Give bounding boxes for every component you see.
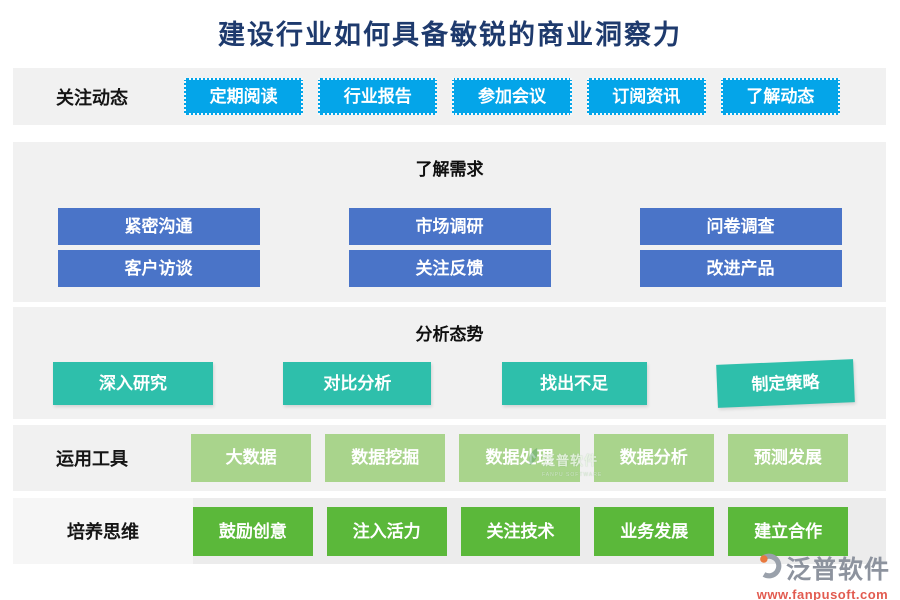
analyze-button-4[interactable]: 制定策略 <box>716 359 855 408</box>
section-use-tools: 运用工具 大数据 数据挖掘 数据处理 数据分析 预测发展 <box>13 425 886 491</box>
needs-button-6[interactable]: 改进产品 <box>639 250 842 287</box>
follow-button-1[interactable]: 定期阅读 <box>184 78 304 115</box>
analyze-button-2[interactable]: 对比分析 <box>283 362 432 405</box>
analyze-button-1[interactable]: 深入研究 <box>53 362 213 405</box>
mindset-button-3[interactable]: 关注技术 <box>460 506 581 556</box>
follow-button-4[interactable]: 订阅资讯 <box>586 78 706 115</box>
tools-button-3[interactable]: 数据处理 <box>459 434 580 482</box>
tools-button-4[interactable]: 数据分析 <box>593 434 714 482</box>
tools-button-2[interactable]: 数据挖掘 <box>325 434 446 482</box>
tools-button-5[interactable]: 预测发展 <box>727 434 849 482</box>
analyze-button-3[interactable]: 找出不足 <box>501 362 647 405</box>
needs-buttons: 紧密沟通 市场调研 问卷调查 客户访谈 关注反馈 改进产品 <box>13 208 886 287</box>
mindset-buttons: 鼓励创意 注入活力 关注技术 业务发展 建立合作 <box>193 506 886 556</box>
follow-button-5[interactable]: 了解动态 <box>720 78 841 115</box>
mindset-button-4[interactable]: 业务发展 <box>594 506 715 556</box>
needs-button-2[interactable]: 市场调研 <box>348 208 551 245</box>
brand-footer: 泛普软件 www.fanpusoft.com <box>755 550 890 600</box>
page-title: 建设行业如何具备敏锐的商业洞察力 <box>218 20 682 50</box>
needs-button-5[interactable]: 关注反馈 <box>348 250 551 287</box>
mindset-button-2[interactable]: 注入活力 <box>326 506 447 556</box>
mindset-button-5[interactable]: 建立合作 <box>728 506 848 556</box>
section-understand-needs: 了解需求 紧密沟通 市场调研 问卷调查 客户访谈 关注反馈 改进产品 <box>13 142 886 302</box>
section-tools-label: 运用工具 <box>56 449 128 469</box>
section-follow-label: 关注动态 <box>56 87 128 108</box>
analyze-buttons: 深入研究 对比分析 找出不足 制定策略 <box>13 359 886 408</box>
follow-button-2[interactable]: 行业报告 <box>318 78 438 115</box>
brand-logo-text: 泛普软件 <box>785 556 890 584</box>
follow-buttons: 定期阅读 行业报告 参加会议 订阅资讯 了解动态 <box>171 78 886 115</box>
brand-website: www.fanpusoft.com <box>756 587 889 600</box>
needs-button-3[interactable]: 问卷调查 <box>639 208 842 245</box>
tools-buttons: 大数据 数据挖掘 数据处理 数据分析 预测发展 <box>171 434 886 482</box>
section-cultivate-mindset: 培养思维 鼓励创意 注入活力 关注技术 业务发展 建立合作 <box>13 498 886 564</box>
mindset-button-1[interactable]: 鼓励创意 <box>193 506 313 556</box>
section-analyze-situation: 分析态势 深入研究 对比分析 找出不足 制定策略 <box>13 307 886 419</box>
follow-button-3[interactable]: 参加会议 <box>452 78 572 115</box>
section-analyze-header: 分析态势 <box>415 325 484 344</box>
section-mindset-label: 培养思维 <box>13 498 193 564</box>
brand-logo-icon <box>755 552 783 585</box>
needs-button-1[interactable]: 紧密沟通 <box>57 208 260 245</box>
section-needs-header: 了解需求 <box>415 160 484 179</box>
tools-button-1[interactable]: 大数据 <box>191 434 312 482</box>
needs-button-4[interactable]: 客户访谈 <box>57 250 260 287</box>
section-follow-trends: 关注动态 定期阅读 行业报告 参加会议 订阅资讯 了解动态 <box>13 68 886 125</box>
